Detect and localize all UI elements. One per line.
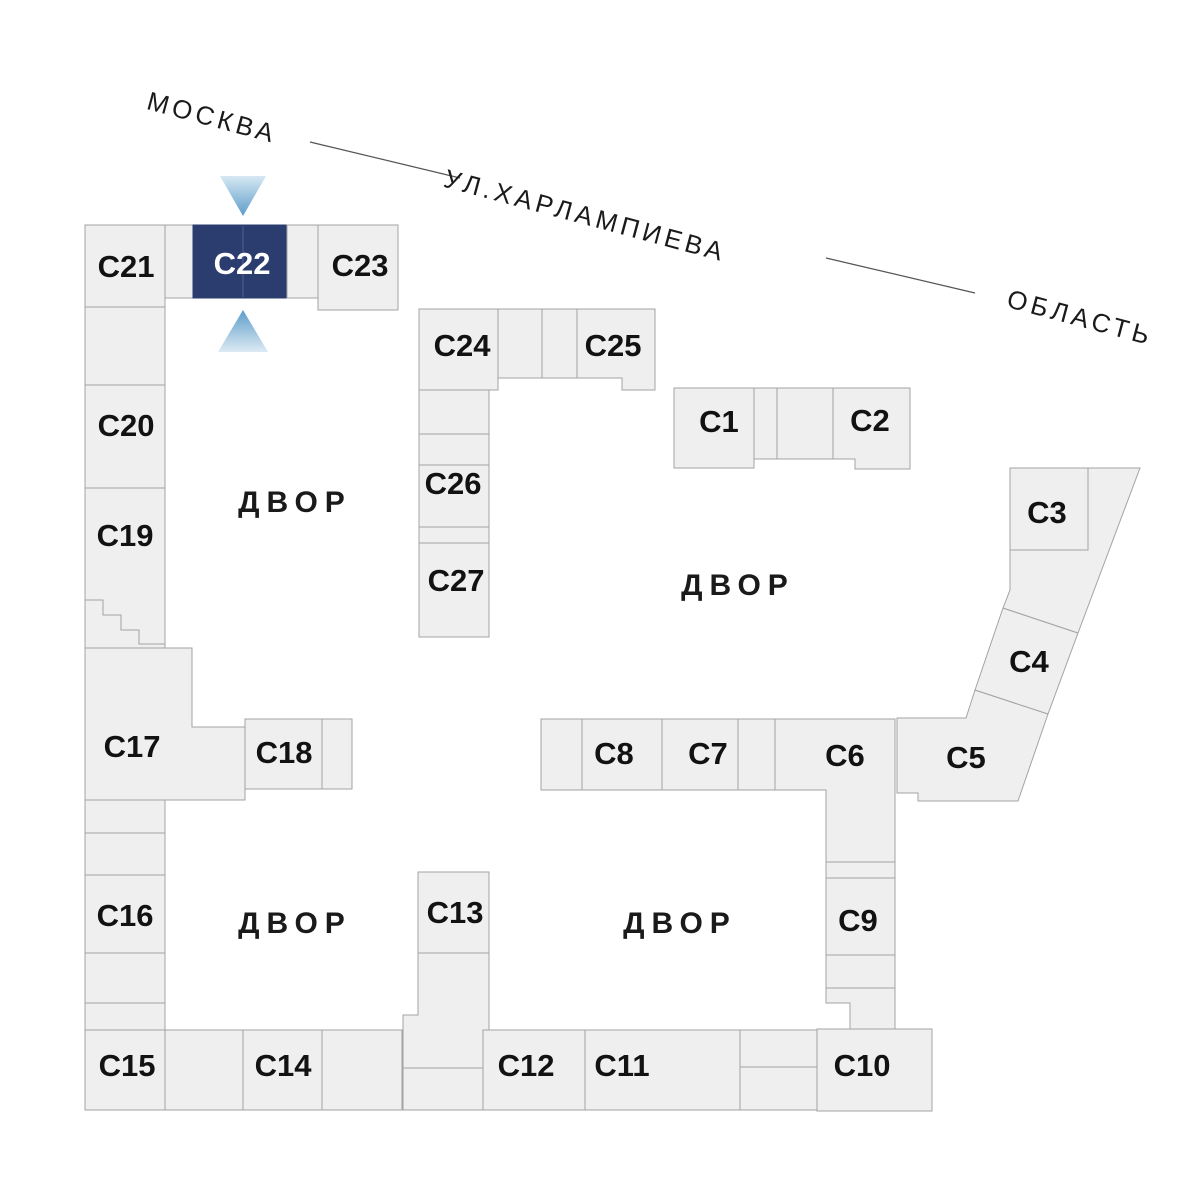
section-label-c7: С7 [688, 736, 728, 771]
section-label-c3: С3 [1027, 495, 1067, 530]
c24-c27-building [418, 308, 656, 638]
building-segment [737, 718, 776, 791]
divider [1010, 468, 1089, 551]
building-segment [541, 308, 578, 379]
building-segment [776, 387, 834, 460]
section-label-c27: С27 [428, 563, 485, 598]
section-c27[interactable] [418, 542, 490, 638]
section-c5[interactable] [896, 689, 1049, 802]
direction-oblast-label: ОБЛАСТЬ [1004, 283, 1157, 351]
courtyard-label: ДВОР [238, 907, 352, 940]
section-c1[interactable] [673, 387, 755, 469]
selection-arrow-down-icon [220, 176, 266, 216]
section-label-c20: С20 [98, 408, 155, 443]
section-label-c8: С8 [594, 736, 634, 771]
section-c15[interactable] [84, 1029, 166, 1111]
courtyard-label: ДВОР [681, 569, 795, 602]
section-c16[interactable] [84, 874, 166, 954]
building-segment [418, 389, 490, 435]
building-segment [84, 799, 166, 834]
building-segment [739, 1029, 818, 1111]
building-segment [164, 1029, 244, 1111]
street-line [309, 141, 461, 179]
section-label-c22: С22 [214, 246, 271, 281]
section-label-c5: С5 [946, 740, 986, 775]
section-c24[interactable] [418, 308, 499, 391]
section-label-c23: С23 [332, 248, 389, 283]
section-c26[interactable] [418, 464, 490, 528]
section-c20[interactable] [84, 384, 166, 489]
courtyard-label: ДВОР [623, 907, 737, 940]
building-segment [84, 832, 166, 876]
section-label-c14: С14 [255, 1048, 313, 1083]
building-segment [402, 1067, 484, 1111]
section-label-c19: С19 [97, 518, 154, 553]
stair-divider [85, 599, 165, 645]
east-building [540, 718, 896, 1030]
section-label-c1: С1 [699, 404, 739, 439]
c1-c2-building [673, 387, 911, 470]
section-c23[interactable] [317, 224, 399, 311]
section-c7[interactable] [661, 718, 739, 791]
section-c9[interactable] [825, 861, 896, 1030]
section-label-c2: С2 [850, 403, 890, 438]
building-segment [418, 526, 490, 544]
building-segment [164, 224, 194, 299]
section-c22-selected[interactable] [192, 224, 288, 299]
section-c14[interactable] [242, 1029, 323, 1111]
section-label-c17: С17 [104, 729, 161, 764]
section-c10[interactable] [816, 1028, 933, 1112]
section-label-c4: С4 [1009, 644, 1049, 679]
section-c21[interactable] [84, 224, 166, 308]
section-c18[interactable] [244, 718, 353, 790]
south-building [84, 871, 933, 1112]
section-label-c13: С13 [427, 895, 484, 930]
section-c8[interactable] [581, 718, 663, 791]
section-c2[interactable] [832, 387, 911, 470]
section-label-c16: С16 [97, 898, 154, 933]
section-label-c6: С6 [825, 738, 865, 773]
north-building [84, 224, 399, 311]
section-label-c18: С18 [256, 735, 313, 770]
section-label-c11: С11 [594, 1048, 649, 1083]
section-label-c9: С9 [838, 903, 878, 938]
building-segment [753, 387, 778, 460]
building-segment [84, 952, 166, 1004]
courtyard-label: ДВОР [238, 486, 352, 519]
building-segment [286, 224, 319, 299]
direction-moscow-label: МОСКВА [144, 86, 281, 150]
selection-arrow-up-icon [218, 310, 268, 352]
street-line [825, 257, 976, 294]
building-segment [321, 1029, 403, 1111]
west-building [84, 306, 353, 1031]
section-label-c24: С24 [434, 328, 492, 363]
section-label-c12: С12 [498, 1048, 555, 1083]
section-c25[interactable] [576, 308, 656, 391]
section-label-c25: С25 [585, 328, 642, 363]
section-label-c15: С15 [99, 1048, 156, 1083]
section-label-c21: С21 [98, 249, 155, 284]
building-segment [497, 308, 543, 379]
building-segment [84, 306, 166, 386]
section-label-c10: С10 [834, 1048, 891, 1083]
section-c19[interactable] [84, 487, 166, 649]
section-label-c26: С26 [425, 466, 482, 501]
section-c17[interactable] [84, 647, 246, 801]
right-wing-building [896, 467, 1141, 802]
section-c11[interactable] [584, 1029, 741, 1111]
building-segment [84, 1002, 166, 1031]
street-name-label: УЛ.ХАРЛАМПИЕВА [441, 163, 730, 267]
building-segment [540, 718, 583, 791]
building-segment [418, 433, 490, 466]
